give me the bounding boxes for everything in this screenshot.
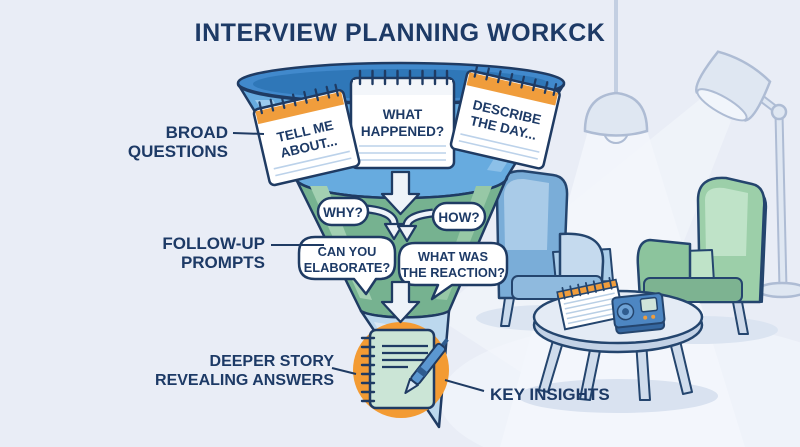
key-insights-connector-line xyxy=(444,379,485,392)
stage-label-broad-line1: BROAD xyxy=(166,123,228,142)
stage-label-followup-line1: FOLLOW-UP xyxy=(162,234,265,253)
reaction-line1: WHAT WAS xyxy=(418,249,489,264)
arrow-down-icon xyxy=(380,280,421,324)
speech-bubble-reaction: WHAT WAS THE REACTION? xyxy=(397,241,509,301)
arrow-down-icon xyxy=(380,170,421,216)
notebook-icon xyxy=(360,328,436,410)
elaborate-line1: CAN YOU xyxy=(318,244,377,259)
elaborate-line2: ELABORATE? xyxy=(304,260,391,275)
key-insights-label: KEY INSIGHTS xyxy=(490,385,610,404)
floor-lamp-icon xyxy=(694,50,800,299)
pendant-lamp-icon xyxy=(583,0,649,144)
reaction-line2: THE REACTION? xyxy=(401,265,505,280)
notepad-tell-me-icon: TELL ME ABOUT... xyxy=(252,83,361,187)
green-armchair-icon xyxy=(636,176,768,335)
notepad-center-line2: HAPPENED? xyxy=(361,124,444,139)
page-title: INTERVIEW PLANNING WORKCK xyxy=(195,19,606,47)
how-label: HOW? xyxy=(438,210,479,225)
curved-arrow-how-icon xyxy=(396,208,434,243)
stage-label-deeper-line2: REVEALING ANSWERS xyxy=(155,372,334,389)
speech-bubble-why: WHY? xyxy=(316,196,370,227)
stage-label-followup-line2: PROMPTS xyxy=(181,253,265,272)
speech-bubble-elaborate: CAN YOU ELABORATE? xyxy=(297,235,397,296)
interview-notepad-icon xyxy=(556,277,625,331)
stage-label-broad-line2: QUESTIONS xyxy=(128,142,228,161)
pen-icon xyxy=(404,338,449,395)
stage-label-deeper-line1: DEEPER STORY xyxy=(210,353,335,370)
deeper-connector-line xyxy=(331,367,357,375)
broad-connector-line xyxy=(232,132,265,135)
speech-bubble-how: HOW? xyxy=(431,201,487,232)
table-shadow xyxy=(518,379,718,413)
notepad-describe-icon: DESCRIBE THE DAY... xyxy=(449,64,561,170)
notepad-center-line1: WHAT xyxy=(383,107,423,122)
notepad-what-happened-icon: WHAT HAPPENED? xyxy=(349,69,456,170)
voice-recorder-icon xyxy=(611,292,666,335)
why-label: WHY? xyxy=(323,205,363,220)
